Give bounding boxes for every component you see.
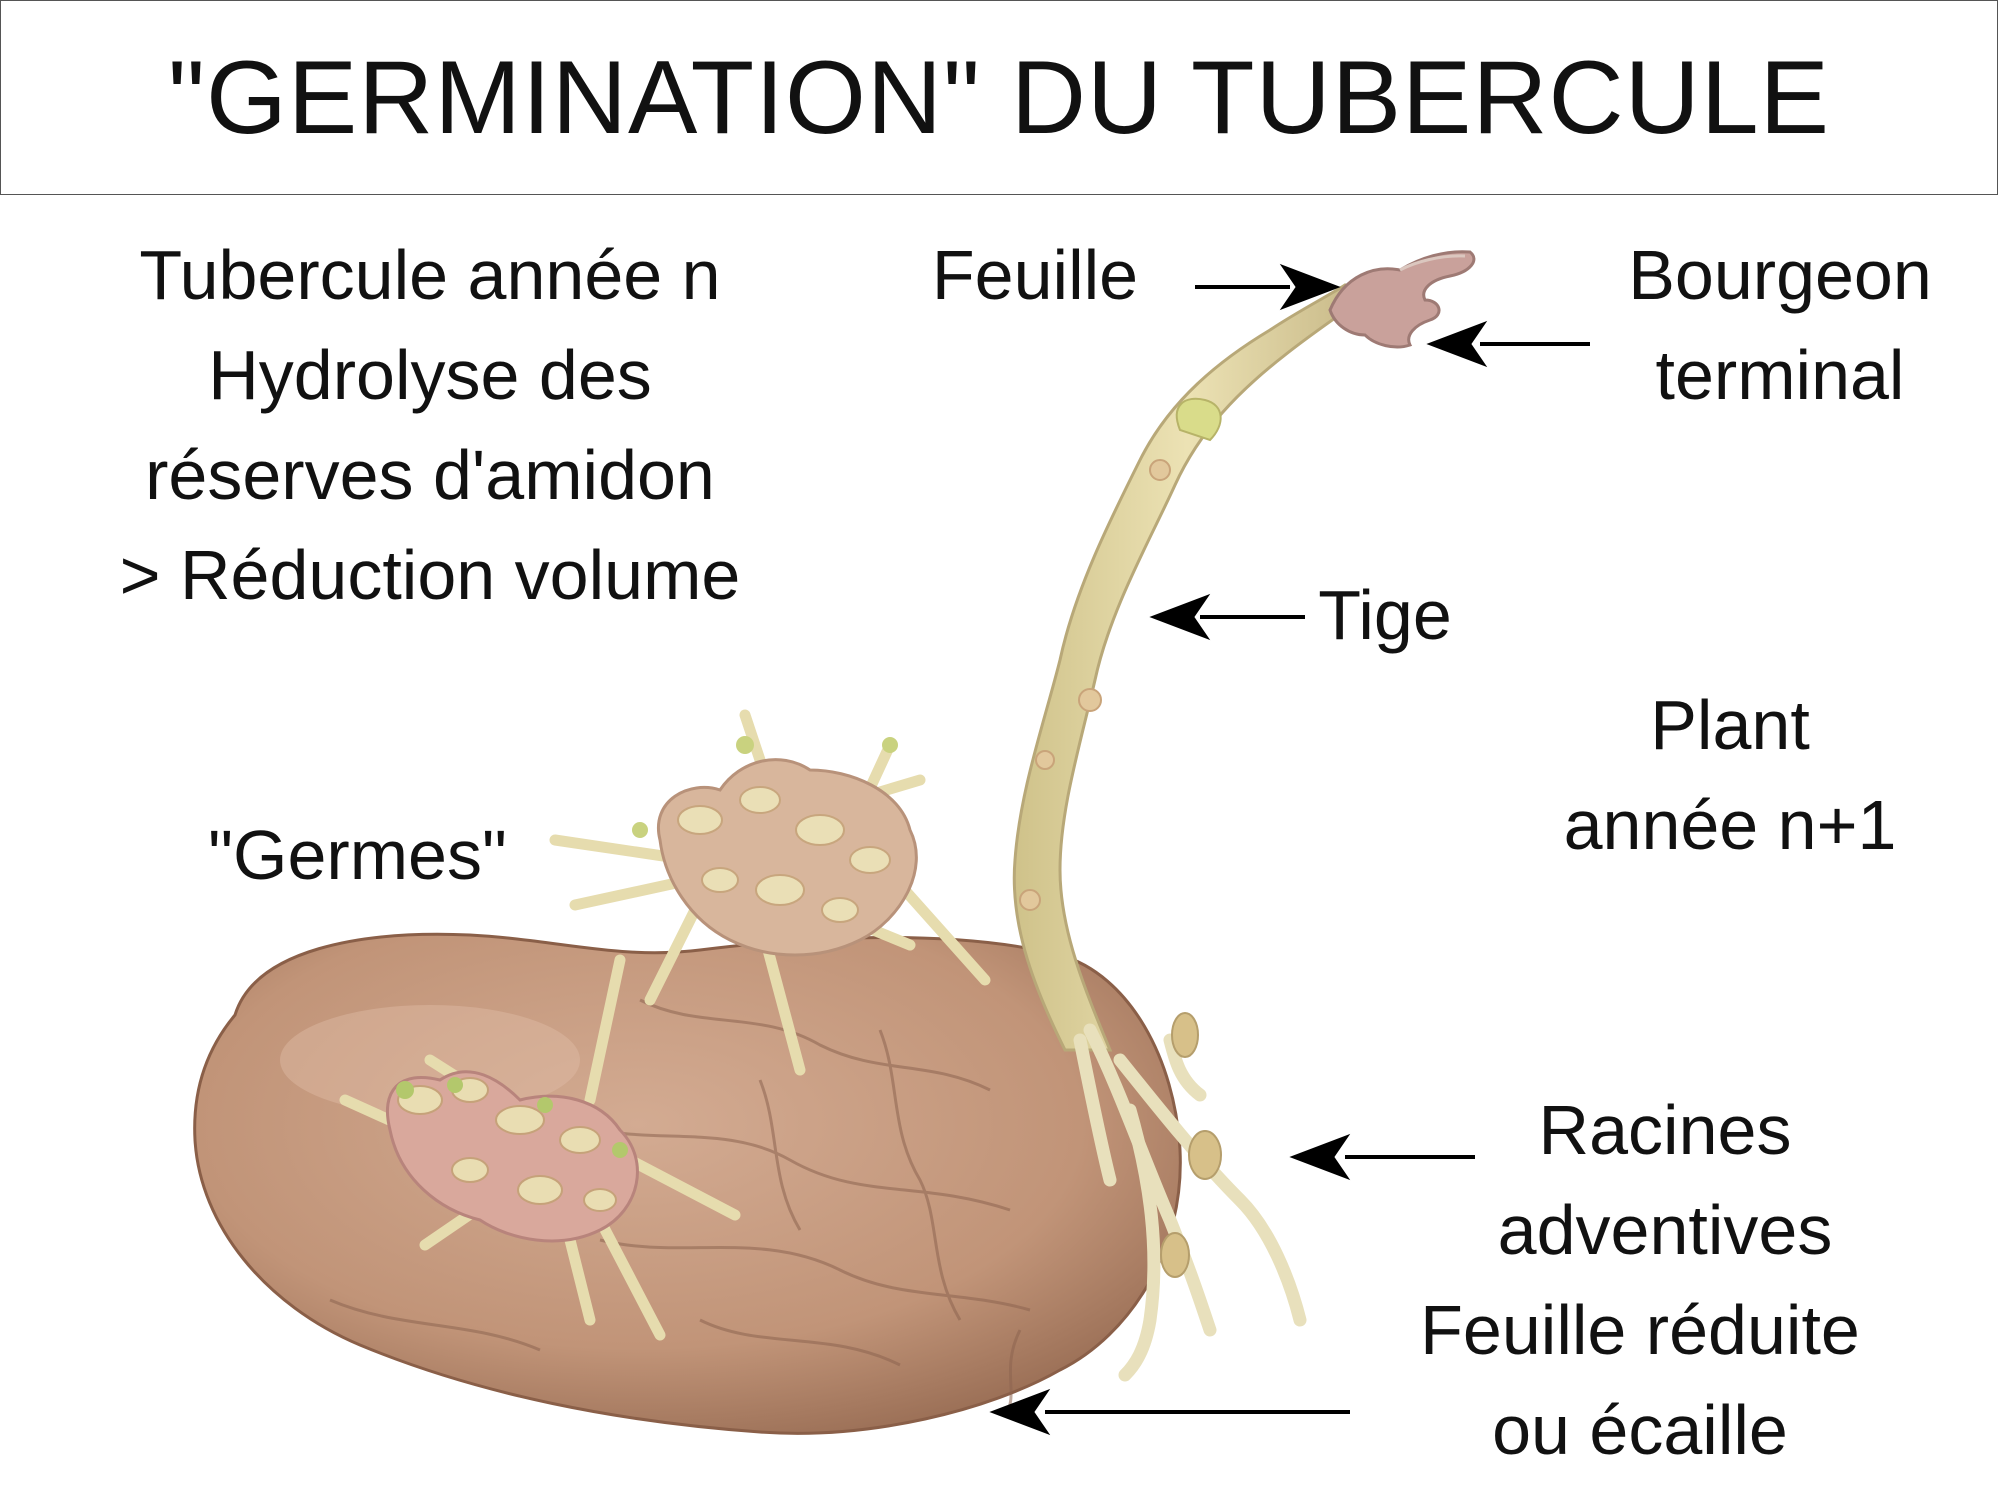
label-bourgeon-line-2: terminal [1655, 336, 1905, 414]
stem [1012, 250, 1476, 1052]
title-bar: "GERMINATION" DU TUBERCULE [0, 0, 1998, 195]
label-tubercule-line-3: réserves d'amidon [145, 436, 715, 514]
sprout-cluster-middle [549, 709, 991, 1076]
label-ecaille-line-1: Feuille réduite [1420, 1291, 1860, 1369]
small-bud [1175, 397, 1222, 442]
label-tige: Tige [1318, 576, 1452, 654]
label-racines-line-2: adventives [1497, 1191, 1833, 1269]
arrow-bourgeon [1426, 320, 1590, 368]
label-plant: Plant année n+1 [1510, 675, 1950, 875]
label-tubercule-line-4: > Réduction volume [119, 536, 741, 614]
terminal-bud [1328, 250, 1476, 349]
diagram-title: "GERMINATION" DU TUBERCULE [168, 39, 1830, 156]
tuber [193, 932, 1182, 1435]
label-racines: Racines adventives [1450, 1080, 1880, 1280]
tuber-wrinkles [329, 998, 1031, 1416]
label-plant-line-1: Plant [1650, 686, 1810, 764]
arrow-feuille [1195, 263, 1341, 311]
label-racines-line-1: Racines [1538, 1091, 1792, 1169]
sprout-cluster-left [339, 954, 741, 1341]
arrow-tige [1149, 593, 1305, 641]
label-ecaille-line-2: ou écaille [1492, 1391, 1788, 1469]
adventitious-roots [1073, 1012, 1307, 1382]
tuber-body [193, 932, 1182, 1435]
arrow-ecaille [989, 1388, 1350, 1436]
label-plant-line-2: année n+1 [1563, 786, 1897, 864]
label-feuille: Feuille [931, 236, 1139, 314]
label-germes: "Germes" [208, 816, 507, 894]
label-tubercule: Tubercule année n Hydrolyse des réserves… [55, 225, 805, 625]
label-ecaille: Feuille réduite ou écaille [1370, 1280, 1910, 1480]
label-bourgeon: Bourgeon terminal [1595, 225, 1965, 425]
label-bourgeon-line-1: Bourgeon [1628, 236, 1932, 314]
label-tubercule-line-1: Tubercule année n [139, 236, 721, 314]
label-tubercule-line-2: Hydrolyse des [208, 336, 652, 414]
arrows [989, 263, 1590, 1436]
sprout-cluster-left-body [385, 1070, 639, 1243]
arrow-racines [1289, 1133, 1475, 1181]
